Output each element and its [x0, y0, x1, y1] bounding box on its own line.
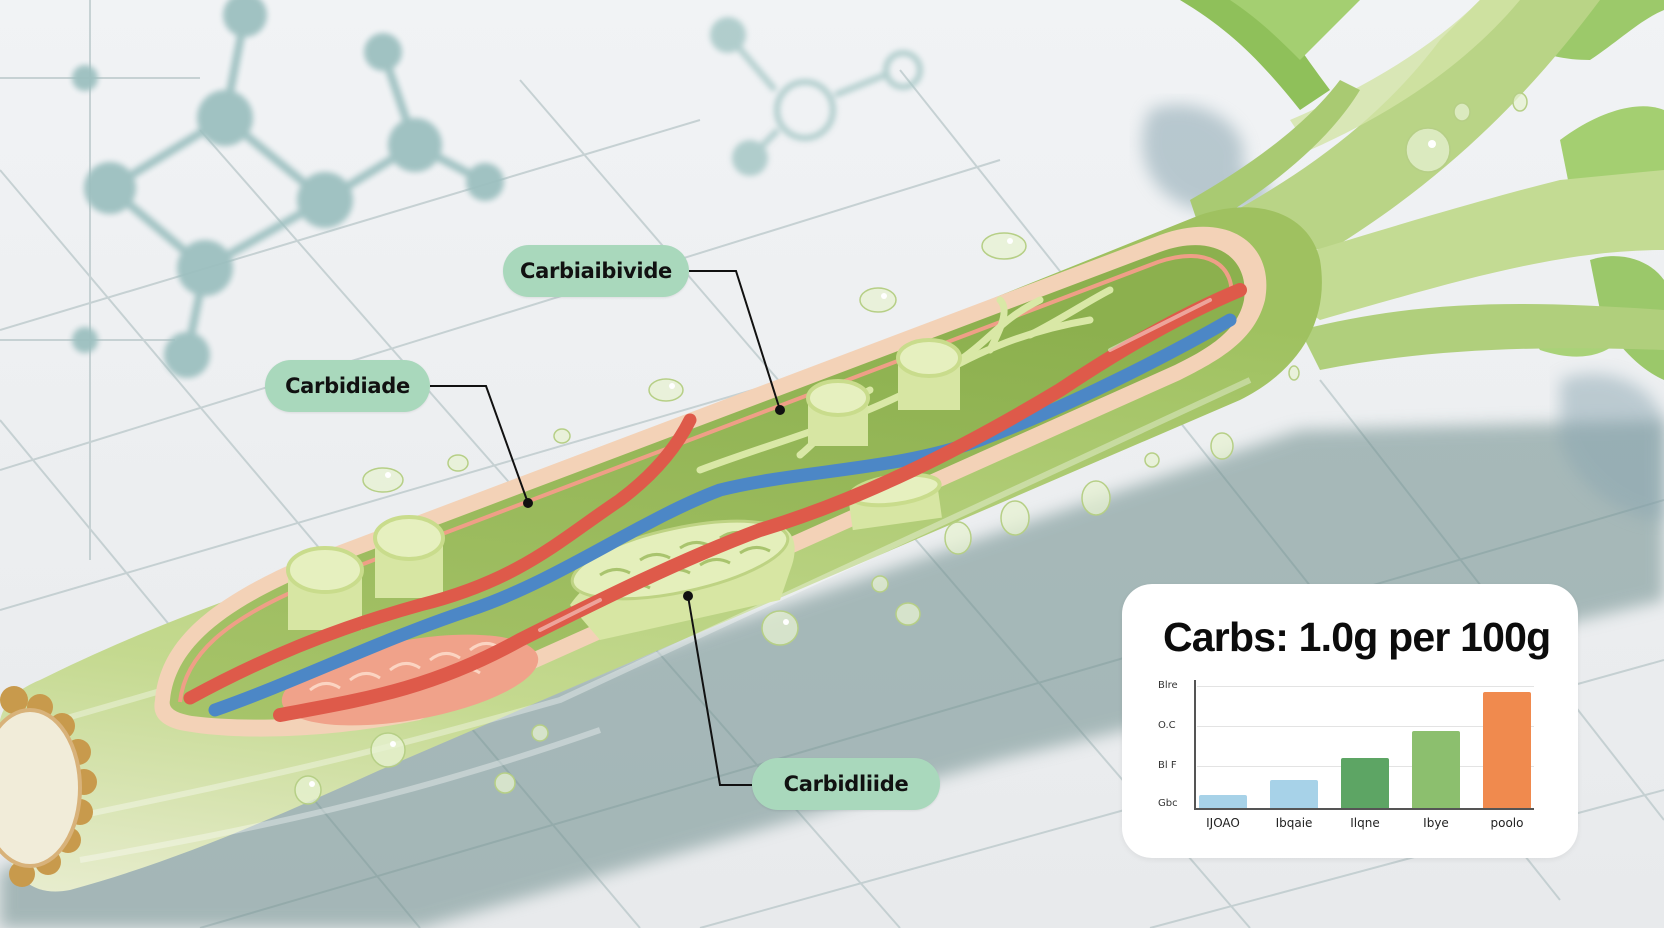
x-tick-label: Ilqne: [1350, 816, 1380, 830]
x-tick-label: poolo: [1490, 816, 1524, 830]
molecule-icon: [710, 17, 923, 176]
bar: [1341, 758, 1389, 808]
celery-upper-stalks: [1180, 0, 1664, 370]
y-axis: [1194, 680, 1196, 809]
carbs-chart-card: Carbs: 1.0g per 100g Blre O.C Bl F Gbc I…: [1122, 584, 1578, 858]
callout-leaders: [430, 270, 781, 786]
gridline: [1197, 686, 1534, 687]
water-droplets: [294, 92, 1528, 805]
callout-text: Carbidiade: [285, 374, 410, 398]
x-axis: [1194, 808, 1534, 810]
stalk-cut-end: [0, 686, 97, 887]
bar: [1412, 731, 1460, 808]
bar: [1483, 692, 1531, 808]
y-tick-label: O.C: [1158, 720, 1176, 731]
x-tick-label: Ibye: [1423, 816, 1449, 830]
x-tick-label: IJOAO: [1206, 816, 1240, 830]
bar: [1199, 795, 1247, 808]
callout-text: Carbidliide: [783, 772, 909, 796]
bar: [1270, 780, 1318, 808]
bar-chart: Blre O.C Bl F Gbc IJOAO Ibqaie Ilqne Ibye po…: [1122, 584, 1578, 858]
vessels: [183, 283, 1247, 722]
callout-dots: [523, 405, 785, 601]
y-tick-label: Bl F: [1158, 760, 1177, 771]
droplet-highlights: [309, 140, 1436, 787]
stalk-shadow: [0, 420, 1664, 928]
callout-label: Carbidiade: [265, 360, 430, 412]
y-tick-label: Gbc: [1158, 798, 1178, 809]
y-tick-label: Blre: [1158, 680, 1178, 691]
callout-text: Carbiaibivide: [519, 259, 673, 283]
chart-title: Carbs: 1.0g per 100g: [1163, 614, 1551, 660]
vascular-bundle: [286, 338, 962, 630]
leaf-shadow: [1560, 373, 1664, 520]
molecule-icon: [72, 0, 504, 378]
callout-label: Carbiaibivide: [503, 245, 689, 297]
x-tick-label: Ibqaie: [1275, 816, 1313, 830]
callout-label: Carbidliide: [752, 758, 940, 810]
gridline: [1197, 726, 1534, 727]
